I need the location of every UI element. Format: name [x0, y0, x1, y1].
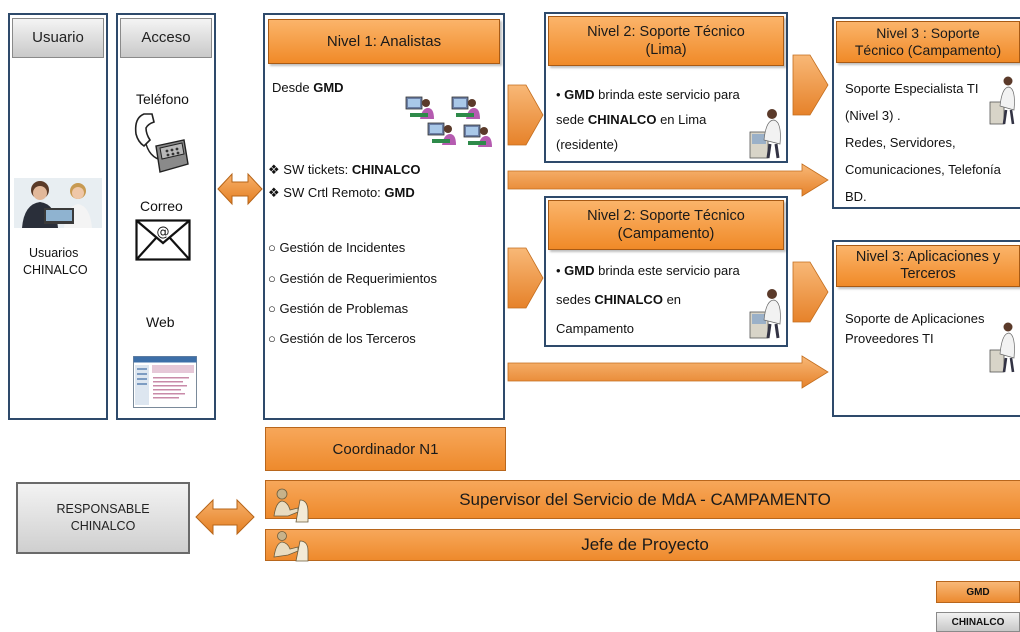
arrow-right-icon [507, 355, 829, 389]
technician-icon [749, 284, 782, 340]
gestion-item: ○ Gestión de los Terceros [268, 331, 416, 346]
nivel2-lima-text: • GMD brinda este servicio para sede CHI… [556, 87, 740, 152]
responsable-line: CHINALCO [70, 519, 136, 533]
nivel2-campamento-header: Nivel 2: Soporte Técnico (Campamento) [548, 200, 784, 250]
sw-tickets-value: CHINALCO [351, 162, 421, 177]
gestion-item-label: Gestión de Requerimientos [279, 271, 437, 286]
text-line: Soporte Especialista TI [845, 81, 979, 96]
gestion-item: ○ Gestión de Requerimientos [268, 271, 437, 286]
technician-icon [749, 104, 782, 160]
usuarios-label-2: CHINALCO [23, 263, 88, 277]
desde-prefix: Desde [272, 80, 310, 95]
desde-org: GMD [313, 80, 344, 95]
handshake-icon [270, 486, 314, 526]
telefono-label: Teléfono [136, 91, 189, 107]
sw-remote-value: GMD [384, 185, 415, 200]
text-line: en [666, 292, 682, 307]
supervisor-bar: Supervisor del Servicio de MdA - CAMPAME… [265, 480, 1020, 519]
responsable-box: RESPONSABLE CHINALCO [16, 482, 190, 554]
gestion-item-label: Gestión de los Terceros [279, 331, 416, 346]
arrow-right-icon [507, 247, 544, 309]
usuarios-label-1: Usuarios [29, 246, 79, 260]
text-line: Comunicaciones, Telefonía [845, 162, 1001, 177]
header-line: Técnico (Campamento) [854, 42, 1002, 58]
legend-gmd-label: GMD [966, 586, 990, 598]
envelope-icon: @ [135, 219, 191, 261]
computer-users-icon [404, 95, 496, 153]
diamond-bullet-icon: ❖ [268, 162, 280, 177]
acceso-header: Acceso [120, 18, 212, 58]
legend-chinalco: CHINALCO [936, 612, 1020, 632]
nivel3-soporte-header: Nivel 3 : Soporte Técnico (Campamento) [836, 21, 1020, 63]
nivel1-desde: Desde GMD [272, 78, 344, 97]
header-line: Nivel 3 : Soporte [876, 25, 980, 41]
text-line: Redes, Servidores, [845, 135, 956, 150]
supervisor-label: Supervisor del Servicio de MdA - CAMPAME… [459, 489, 831, 509]
legend-gmd: GMD [936, 581, 1020, 603]
nivel1-panel [263, 13, 505, 420]
org: GMD [564, 263, 595, 278]
header-line: (Campamento) [617, 226, 715, 242]
arrow-right-icon [507, 84, 544, 146]
header-line: Nivel 2: Soporte Técnico [587, 208, 745, 224]
text-line: en Lima [660, 112, 707, 127]
handshake-icon [270, 529, 314, 563]
nivel3-apps-text: Soporte de Aplicaciones Proveedores TI [845, 309, 984, 349]
users-photo-icon [14, 178, 102, 228]
double-arrow-icon [195, 498, 255, 536]
sw-tickets: ❖ SW tickets: CHINALCO [268, 160, 421, 179]
nivel3-soporte-text: Soporte Especialista TI (Nivel 3) . Rede… [845, 75, 1001, 210]
web-label: Web [146, 314, 175, 330]
text-line: BD. [845, 189, 867, 204]
technician-icon [989, 318, 1016, 374]
header-line: Nivel 3: Aplicaciones y [855, 249, 1001, 265]
gestion-item-label: Gestión de Problemas [279, 301, 409, 316]
header-line: (Lima) [645, 42, 687, 58]
jefe-label: Jefe de Proyecto [581, 535, 709, 554]
technician-icon [989, 72, 1016, 126]
correo-label: Correo [140, 198, 183, 214]
text-line: (residente) [556, 137, 619, 152]
svg-text:@: @ [157, 225, 170, 240]
client: CHINALCO [594, 292, 663, 307]
org: GMD [564, 87, 595, 102]
nivel1-header: Nivel 1: Analistas [268, 19, 500, 64]
text-line: brinda este servicio para [598, 87, 740, 102]
client: CHINALCO [587, 112, 657, 127]
arrow-right-icon [792, 54, 829, 116]
nivel2-lima-header: Nivel 2: Soporte Técnico (Lima) [548, 16, 784, 66]
web-page-icon [133, 356, 197, 408]
sw-tickets-prefix: SW tickets: [283, 162, 349, 177]
responsable-line: RESPONSABLE [56, 502, 150, 516]
nivel2-campamento-text: • GMD brinda este servicio para sedes CH… [556, 263, 740, 336]
legend-chinalco-label: CHINALCO [951, 616, 1005, 628]
sw-remote-prefix: SW Crtl Remoto: [283, 185, 381, 200]
header-line: Terceros [900, 266, 956, 282]
text-line: sede [556, 112, 585, 127]
coordinador-bar: Coordinador N1 [265, 427, 506, 471]
arrow-right-icon [507, 163, 829, 197]
text-line: Proveedores TI [845, 331, 934, 346]
nivel3-apps-header: Nivel 3: Aplicaciones y Terceros [836, 245, 1020, 287]
telephone-icon [130, 110, 190, 176]
text-line: Campamento [556, 321, 635, 336]
jefe-bar: Jefe de Proyecto [265, 529, 1020, 561]
usuario-header: Usuario [12, 18, 104, 58]
arrow-right-icon [792, 261, 829, 323]
gestion-item: ○ Gestión de Incidentes [268, 240, 406, 255]
header-line: Nivel 2: Soporte Técnico [587, 24, 745, 40]
sw-remoto: ❖ SW Crtl Remoto: GMD [268, 183, 415, 202]
text-line: Soporte de Aplicaciones [845, 311, 985, 326]
diamond-bullet-icon: ❖ [268, 185, 280, 200]
double-arrow-icon [217, 172, 263, 206]
text-line: (Nivel 3) . [845, 108, 901, 123]
text-line: brinda este servicio para [598, 263, 740, 278]
acceso-panel [116, 13, 216, 420]
text-line: sedes [556, 292, 591, 307]
gestion-item: ○ Gestión de Problemas [268, 301, 409, 316]
gestion-item-label: Gestión de Incidentes [279, 240, 406, 255]
